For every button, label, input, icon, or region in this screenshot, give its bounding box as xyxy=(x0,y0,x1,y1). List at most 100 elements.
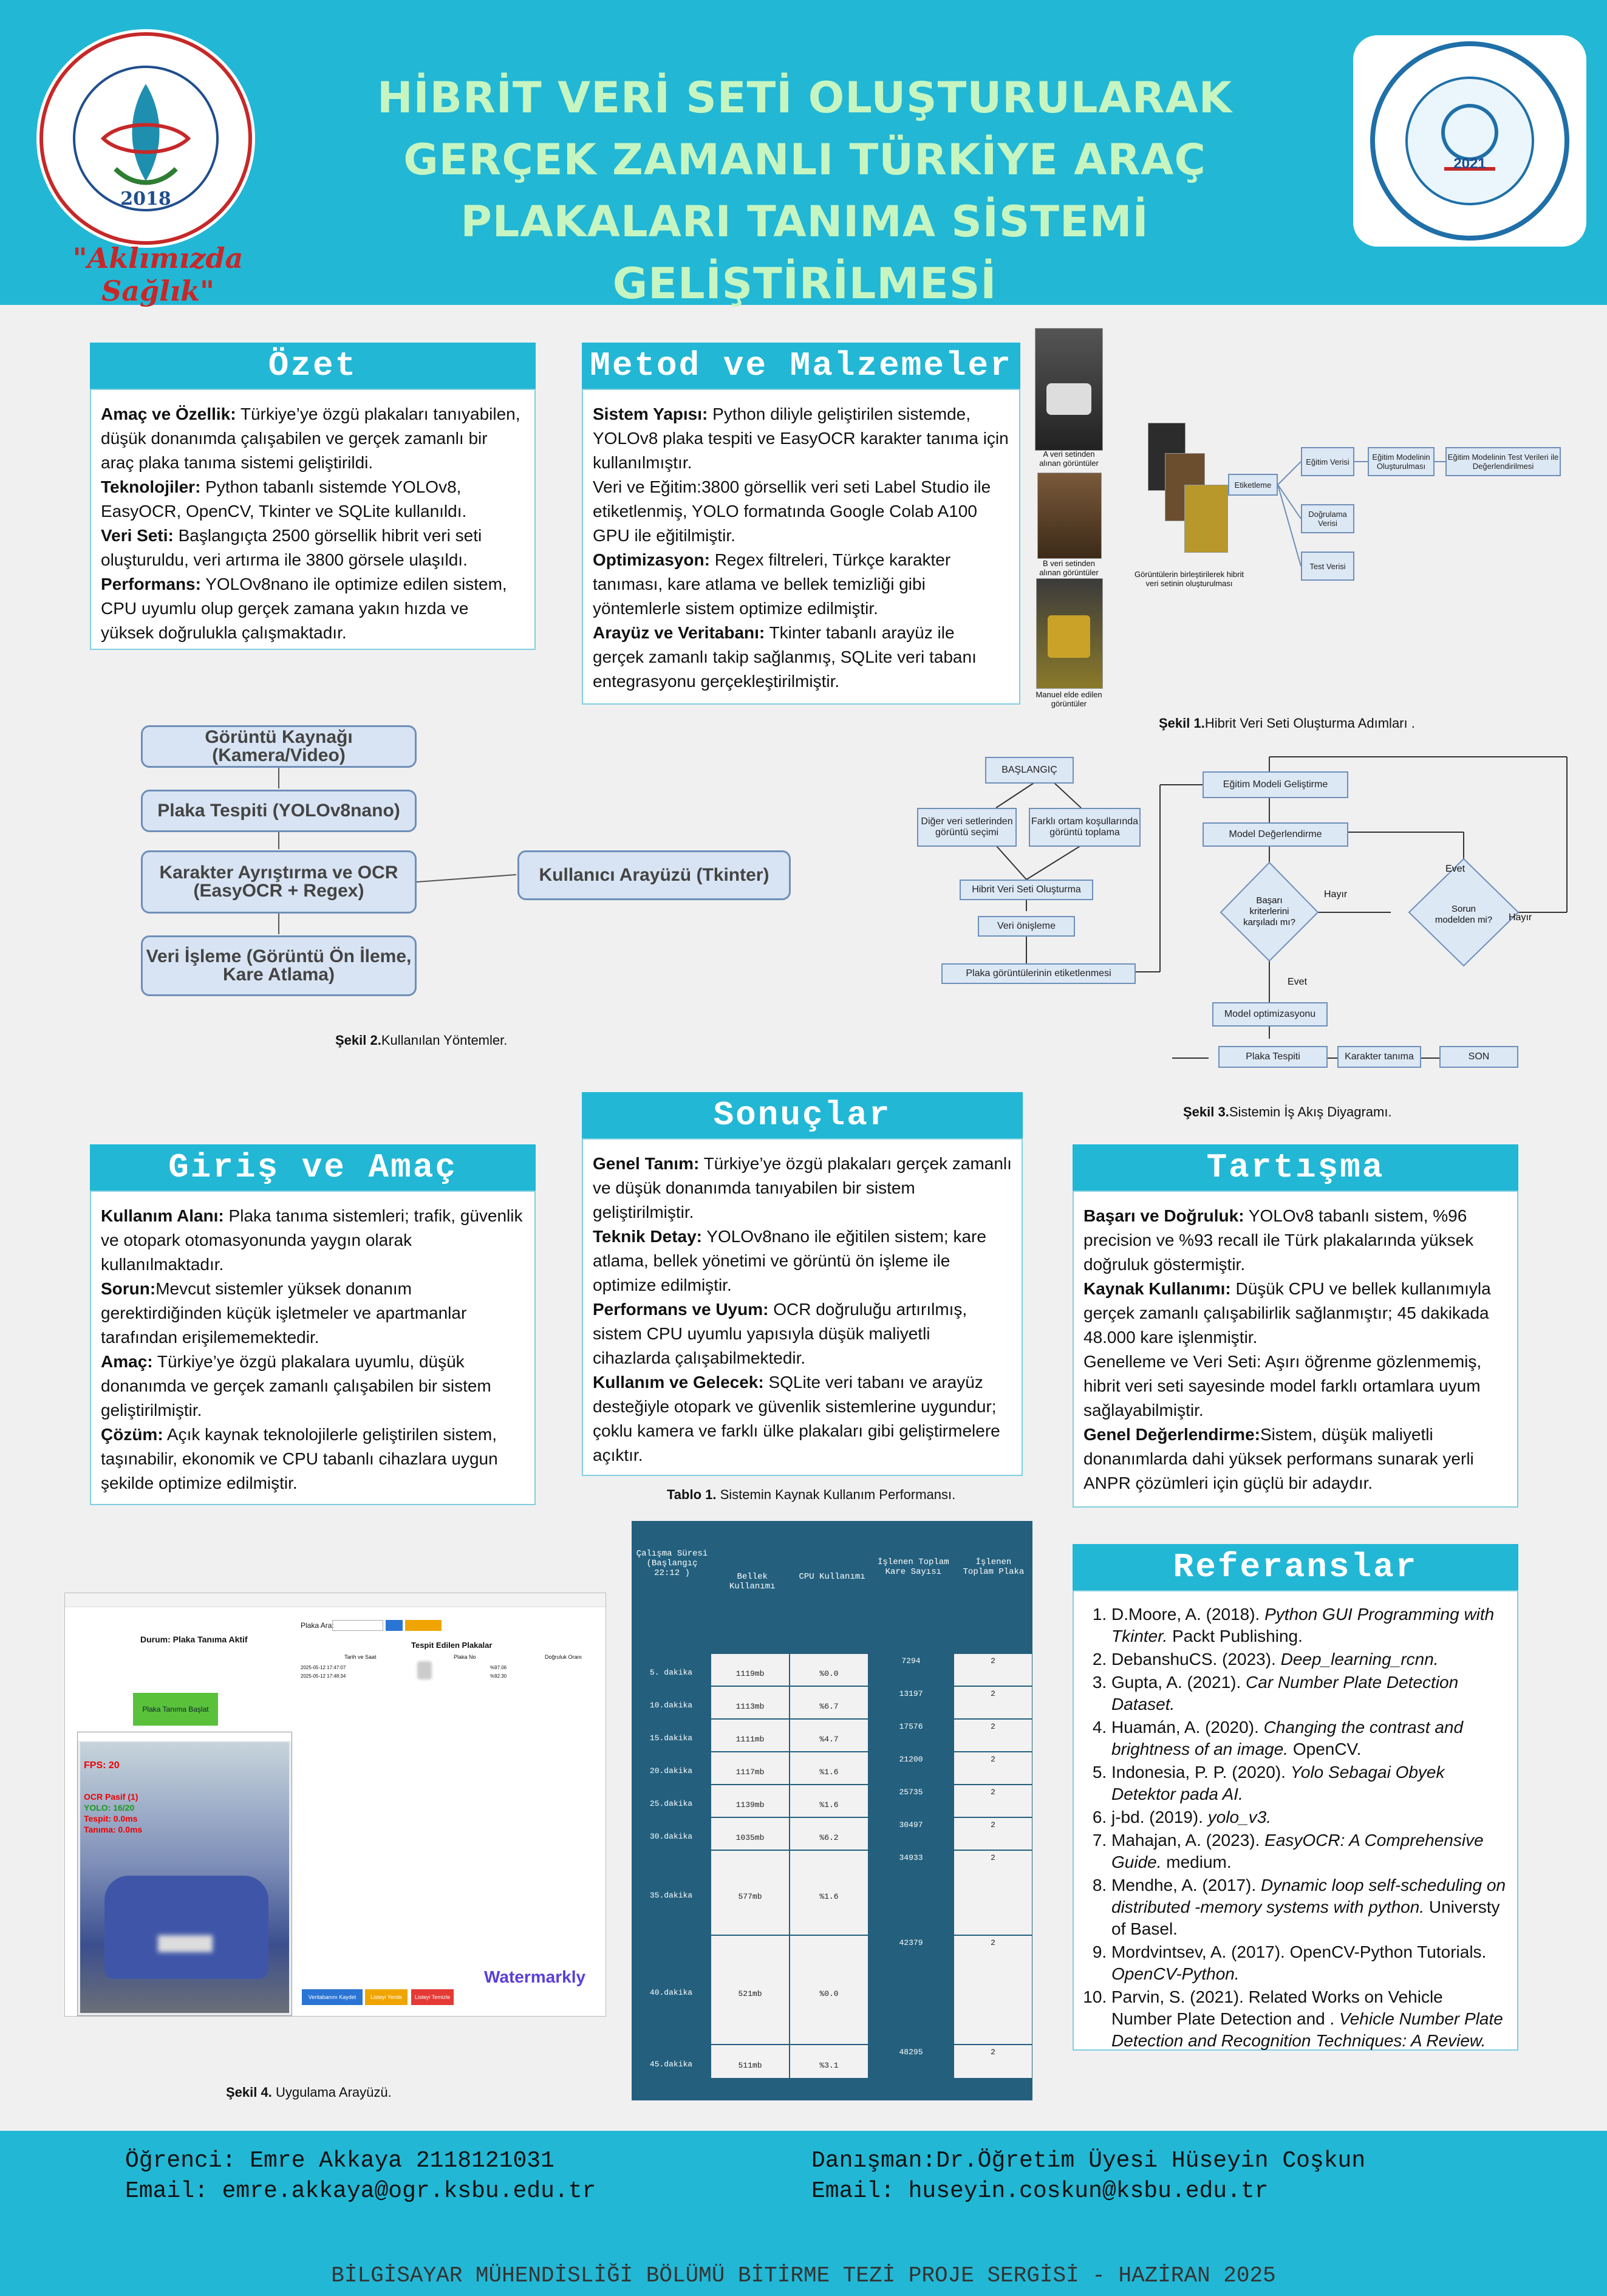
advisor-name: Danışman:Dr.Öğretim Üyesi Hüseyin Coşkun xyxy=(811,2148,1366,2174)
step-kullanici-arayuzu: Kullanıcı Arayüzü (Tkinter) xyxy=(517,850,791,900)
metod-paragraph: Veri ve Eğitim:3800 görsellik veri seti … xyxy=(593,477,991,545)
referanslar-body: D.Moore, A. (2018). Python GUI Programmi… xyxy=(1073,1590,1518,2051)
label-a: A veri setinden alınan görüntüler xyxy=(1039,449,1099,468)
reference-item: D.Moore, A. (2018). Python GUI Programmi… xyxy=(1111,1604,1507,1647)
referanslar-heading: Referanslar xyxy=(1073,1544,1518,1590)
start-recognition-button[interactable]: Plaka Tanıma Başlat xyxy=(133,1693,218,1726)
table-cell: %6.7 xyxy=(790,1686,868,1719)
table-cell: 5. dakika xyxy=(632,1653,711,1686)
node-onisleme: Veri önişleme xyxy=(978,916,1075,937)
fig2-arrows xyxy=(278,768,517,934)
box-model-degerlendirme: Eğitim Modelinin Test Verileri ile Değer… xyxy=(1445,447,1561,476)
table-cell: 1035mb xyxy=(711,1817,790,1850)
fps-readout: FPS: 20 xyxy=(84,1760,120,1771)
ocr-status: OCR Pasif (1) xyxy=(84,1792,138,1802)
node-basari: Başarı kriterlerini karşıladı mı? xyxy=(1243,895,1295,928)
table-cell: %0.0 xyxy=(790,1935,868,2045)
table-cell: 2 xyxy=(954,1719,1032,1752)
node-degerlendirme: Model Değerlendirme xyxy=(1203,822,1348,847)
ozet-paragraph: Veri Seti: Başlangıçta 2500 görsellik hi… xyxy=(101,526,482,569)
fig4-caption: Şekil 4. Uygulama Arayüzü. xyxy=(226,2085,392,2100)
ozet-paragraph: Teknolojiler: Python tabanlı sistemde YO… xyxy=(101,477,467,521)
advisor-email: Email: huseyin.coskun@ksbu.edu.tr xyxy=(811,2178,1269,2204)
node-plaka-tespiti: Plaka Tespiti xyxy=(1218,1046,1328,1068)
table-cell: 521mb xyxy=(711,1935,790,2045)
reference-item: Gupta, A. (2021). Car Number Plate Detec… xyxy=(1111,1672,1507,1715)
search-button[interactable] xyxy=(386,1620,403,1631)
table-cell: 511mb xyxy=(711,2045,790,2079)
tartisma-body: Başarı ve Doğruluk: YOLOv8 tabanlı siste… xyxy=(1073,1191,1518,1508)
app-status: Durum: Plaka Tanıma Aktif xyxy=(140,1635,248,1644)
table-cell: 30497 xyxy=(868,1817,954,1850)
tartisma-paragraph: Genelleme ve Veri Seti: Aşırı öğrenme gö… xyxy=(1083,1352,1482,1420)
giris-body: Kullanım Alanı: Plaka tanıma sistemleri;… xyxy=(90,1191,536,1505)
metod-heading: Metod ve Malzemeler xyxy=(582,343,1020,389)
performance-table-wrapper: Çalışma Süresi (Başlangıç 22:12 ) Bellek… xyxy=(632,1521,1032,2100)
label-evet-1: Evet xyxy=(1288,977,1308,987)
table-cell: 1117mb xyxy=(711,1752,790,1785)
giris-paragraph: Kullanım Alanı: Plaka tanıma sistemleri;… xyxy=(101,1206,523,1274)
table-header-cell: Bellek Kullanımı xyxy=(729,1572,776,1591)
table-cell: 34933 xyxy=(868,1850,954,1935)
sonuclar-body: Genel Tanım: Türkiye’ye özgü plakaları g… xyxy=(582,1138,1023,1476)
node-hibrit: Hibrit Veri Seti Oluşturma xyxy=(960,880,1093,900)
camera-window: FPS: 20 OCR Pasif (1) YOLO: 16/20 Tespit… xyxy=(77,1732,292,2016)
row-acc-1: %97.06 xyxy=(490,1665,507,1670)
sonuclar-heading: Sonuçlar xyxy=(582,1092,1023,1138)
tartisma-paragraph: Başarı ve Doğruluk: YOLOv8 tabanlı siste… xyxy=(1083,1206,1474,1274)
table-cell: 13197 xyxy=(868,1686,954,1719)
reference-item: DebanshuCS. (2023). Deep_learning_rcnn. xyxy=(1111,1649,1507,1670)
table-cell: 21200 xyxy=(868,1752,954,1785)
save-db-button[interactable]: Veritabanını Kaydet xyxy=(302,1989,363,2005)
footer-banner xyxy=(0,2131,1607,2296)
watermark: Watermarkly xyxy=(484,1967,586,1986)
table-cell: 1113mb xyxy=(711,1686,790,1719)
table-cell: 48295 xyxy=(868,2045,954,2079)
reference-item: Huamán, A. (2020). Changing the contrast… xyxy=(1111,1717,1507,1760)
table1-caption: Tablo 1. Sistemin Kaynak Kullanım Perfor… xyxy=(667,1487,956,1502)
label-manual: Manuel elde edilen görüntüler xyxy=(1036,690,1102,708)
label-hayir-1: Hayır xyxy=(1324,889,1348,900)
table-cell: 35.dakika xyxy=(632,1850,711,1935)
table-cell: %3.1 xyxy=(790,2045,868,2079)
table-cell: 42379 xyxy=(868,1935,954,2045)
photo-manual xyxy=(1036,578,1103,689)
exhibition-line: BİLGİSAYAR MÜHENDİSLİĞİ BÖLÜMÜ BİTİRME T… xyxy=(331,2263,1276,2288)
clear-button[interactable] xyxy=(405,1620,442,1631)
label-hayir-2: Hayır xyxy=(1509,912,1532,923)
search-label: Plaka Ara: xyxy=(301,1621,334,1630)
ozet-body: Amaç ve Özellik: Türkiye’ye özgü plakala… xyxy=(90,389,536,650)
col-dogruluk: Doğruluk Oranı xyxy=(545,1654,582,1660)
photo-merged-3 xyxy=(1184,485,1228,553)
clear-list-button[interactable]: Listeyi Temizle xyxy=(411,1989,454,2005)
node-farkli-ortam: Farklı ortam koşullarında görüntü toplam… xyxy=(1029,808,1141,847)
metod-paragraph: Optimizasyon: Regex filtreleri, Türkçe k… xyxy=(593,550,951,618)
row-date-2: 2025-05-12 17:48:34 xyxy=(301,1673,346,1679)
table-cell: 2 xyxy=(954,1752,1032,1785)
metod-paragraph: Arayüz ve Veritabanı: Tkinter tabanlı ar… xyxy=(593,623,977,691)
search-input[interactable] xyxy=(332,1620,383,1631)
blurred-plate xyxy=(417,1661,432,1679)
table-cell: 30.dakika xyxy=(632,1817,711,1850)
faculty-logo-right: 2021 xyxy=(1353,35,1586,247)
sonuclar-paragraph: Genel Tanım: Türkiye’ye özgü plakaları g… xyxy=(593,1154,1012,1221)
step-plaka-tespiti: Plaka Tespiti (YOLOv8nano) xyxy=(141,790,417,832)
reference-item: Mendhe, A. (2017). Dynamic loop self-sch… xyxy=(1111,1874,1507,1940)
table-cell: 7294 xyxy=(868,1653,954,1686)
table-cell: 17576 xyxy=(868,1719,954,1752)
giris-paragraph: Amaç: Türkiye’ye özgü plakalara uyumlu, … xyxy=(101,1352,491,1420)
photo-a-dataset xyxy=(1035,328,1103,451)
camera-feed: FPS: 20 OCR Pasif (1) YOLO: 16/20 Tespit… xyxy=(80,1742,289,2013)
refresh-list-button[interactable]: Listeyi Yenile xyxy=(365,1989,408,2005)
tanima-time: Tanıma: 0.0ms xyxy=(84,1825,143,1834)
table-header-row: Çalışma Süresi (Başlangıç 22:12 ) Bellek… xyxy=(632,1521,1032,2100)
fig3-caption: Şekil 3.Sistemin İş Akış Diyagramı. xyxy=(1183,1104,1392,1119)
table-header-cell: Çalışma Süresi (Başlangıç 22:12 ) xyxy=(636,1549,708,1578)
table-cell: 25.dakika xyxy=(632,1785,711,1817)
node-etiket: Plaka görüntülerinin etiketlenmesi xyxy=(941,963,1136,984)
node-diger-veri: Diğer veri setlerinden görüntü seçimi xyxy=(917,808,1017,847)
